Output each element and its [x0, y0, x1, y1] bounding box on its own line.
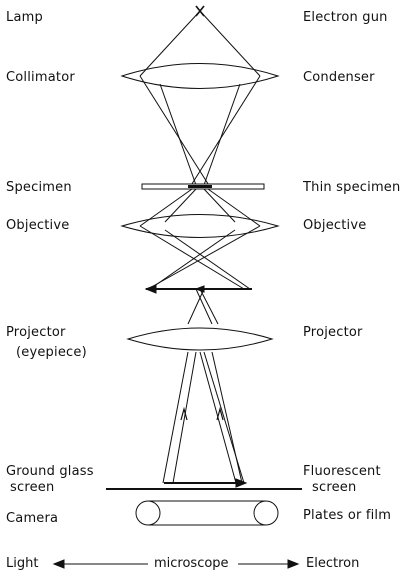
ray [203, 83, 241, 186]
ray [159, 83, 197, 186]
label-plates-or-film: Plates or film [303, 508, 392, 523]
ray [187, 288, 205, 325]
caption-light: Light [6, 556, 39, 571]
ray [164, 188, 197, 223]
ray [203, 188, 236, 223]
ray [195, 288, 213, 325]
ray [149, 229, 236, 290]
label-objective-light: Objective [6, 218, 70, 233]
ray [199, 10, 261, 77]
ray [164, 229, 251, 290]
label-lamp: Lamp [6, 10, 43, 25]
ray [139, 10, 201, 77]
ray [172, 351, 197, 484]
ray [139, 225, 245, 290]
label-screen-light: screen [10, 480, 55, 495]
caption-electron: Electron [306, 556, 360, 571]
ray [189, 75, 261, 188]
label-projector-light: Projector [6, 325, 66, 340]
label-projector-electron: Projector [303, 325, 363, 340]
label-fluorescent: Fluorescent [303, 464, 381, 479]
caption-microscope: microscope [154, 556, 229, 571]
final-image-arrowhead [235, 478, 248, 488]
projector-lens [126, 327, 274, 351]
label-collimator: Collimator [6, 70, 75, 85]
ray [139, 188, 193, 227]
label-camera: Camera [6, 511, 59, 526]
caption-arrowhead-left [52, 559, 65, 569]
label-thin-specimen: Thin specimen [303, 180, 401, 195]
film-roller-right [253, 500, 279, 526]
label-electron-gun: Electron gun [303, 10, 388, 25]
ray [139, 75, 211, 188]
ray [207, 188, 261, 227]
ray [199, 288, 219, 325]
label-specimen: Specimen [6, 180, 72, 195]
label-ground-glass: Ground glass [6, 464, 94, 479]
ray [162, 351, 189, 484]
label-eyepiece: (eyepiece) [16, 345, 87, 360]
label-objective-electron: Objective [303, 218, 367, 233]
label-screen-electron: screen [312, 480, 357, 495]
condenser-lens [120, 63, 280, 89]
film-roller-left [135, 500, 161, 526]
ray [203, 351, 245, 484]
intermediate-image-arrowhead [144, 284, 157, 294]
caption-arrowhead-right [287, 559, 300, 569]
label-condenser: Condenser [303, 70, 375, 85]
objective-lens [120, 214, 280, 238]
